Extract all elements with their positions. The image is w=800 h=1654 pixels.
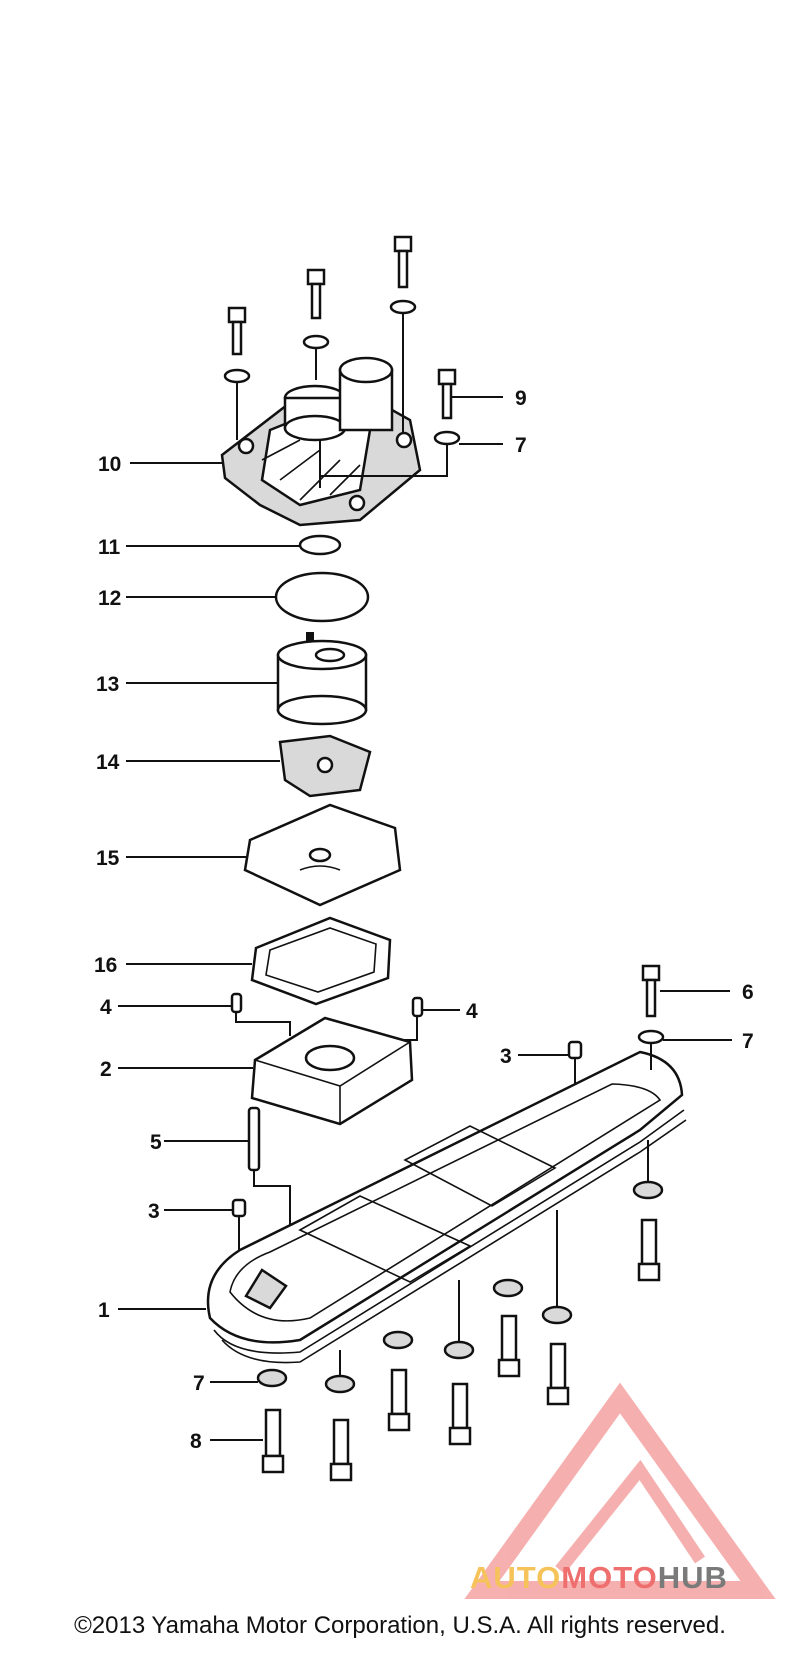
watermark-logo-icon xyxy=(464,1382,776,1599)
outer-plate xyxy=(243,803,402,907)
callout-7: 7 xyxy=(742,1030,754,1053)
callout-7: 7 xyxy=(515,434,527,457)
housing-bolts xyxy=(223,235,461,488)
dowel-pin xyxy=(230,992,243,1014)
plate-gasket xyxy=(250,916,392,1006)
callout-12: 12 xyxy=(98,587,121,610)
impeller xyxy=(278,734,372,798)
impeller-housing xyxy=(276,632,368,726)
callout-11: 11 xyxy=(98,536,121,559)
callout-16: 16 xyxy=(94,954,117,977)
copyright-notice: ©2013 Yamaha Motor Corporation, U.S.A. A… xyxy=(74,1612,726,1639)
ring-gasket xyxy=(274,571,370,623)
callout-5: 5 xyxy=(150,1131,162,1154)
short-pin xyxy=(231,1198,247,1218)
callout-10: 10 xyxy=(98,453,121,476)
callout-9: 9 xyxy=(515,387,527,410)
callout-3: 3 xyxy=(148,1200,160,1223)
callout-2: 2 xyxy=(100,1058,112,1081)
base-plate xyxy=(206,1050,687,1364)
callout-14: 14 xyxy=(96,751,120,774)
lower-bolts xyxy=(256,1140,664,1482)
callout-4: 4 xyxy=(100,996,112,1019)
dowel-pin xyxy=(411,996,424,1018)
callout-7: 7 xyxy=(193,1372,205,1395)
watermark-brand: AUTOMOTOHUB xyxy=(470,1560,790,1608)
callout-8: 8 xyxy=(190,1430,202,1453)
callout-3: 3 xyxy=(500,1045,512,1068)
callout-6: 6 xyxy=(742,981,754,1004)
callout-4: 4 xyxy=(466,1000,478,1023)
o-ring-small xyxy=(298,534,342,556)
brand-moto: MOTO xyxy=(561,1560,658,1595)
brand-auto: AUTO xyxy=(470,1560,562,1595)
spacer-block xyxy=(250,1016,414,1126)
long-pin xyxy=(247,1106,261,1172)
callout-13: 13 xyxy=(96,673,119,696)
short-pin xyxy=(567,1040,583,1060)
brand-hub: HUB xyxy=(657,1560,728,1595)
callout-15: 15 xyxy=(96,847,120,870)
callout-1: 1 xyxy=(98,1299,110,1322)
